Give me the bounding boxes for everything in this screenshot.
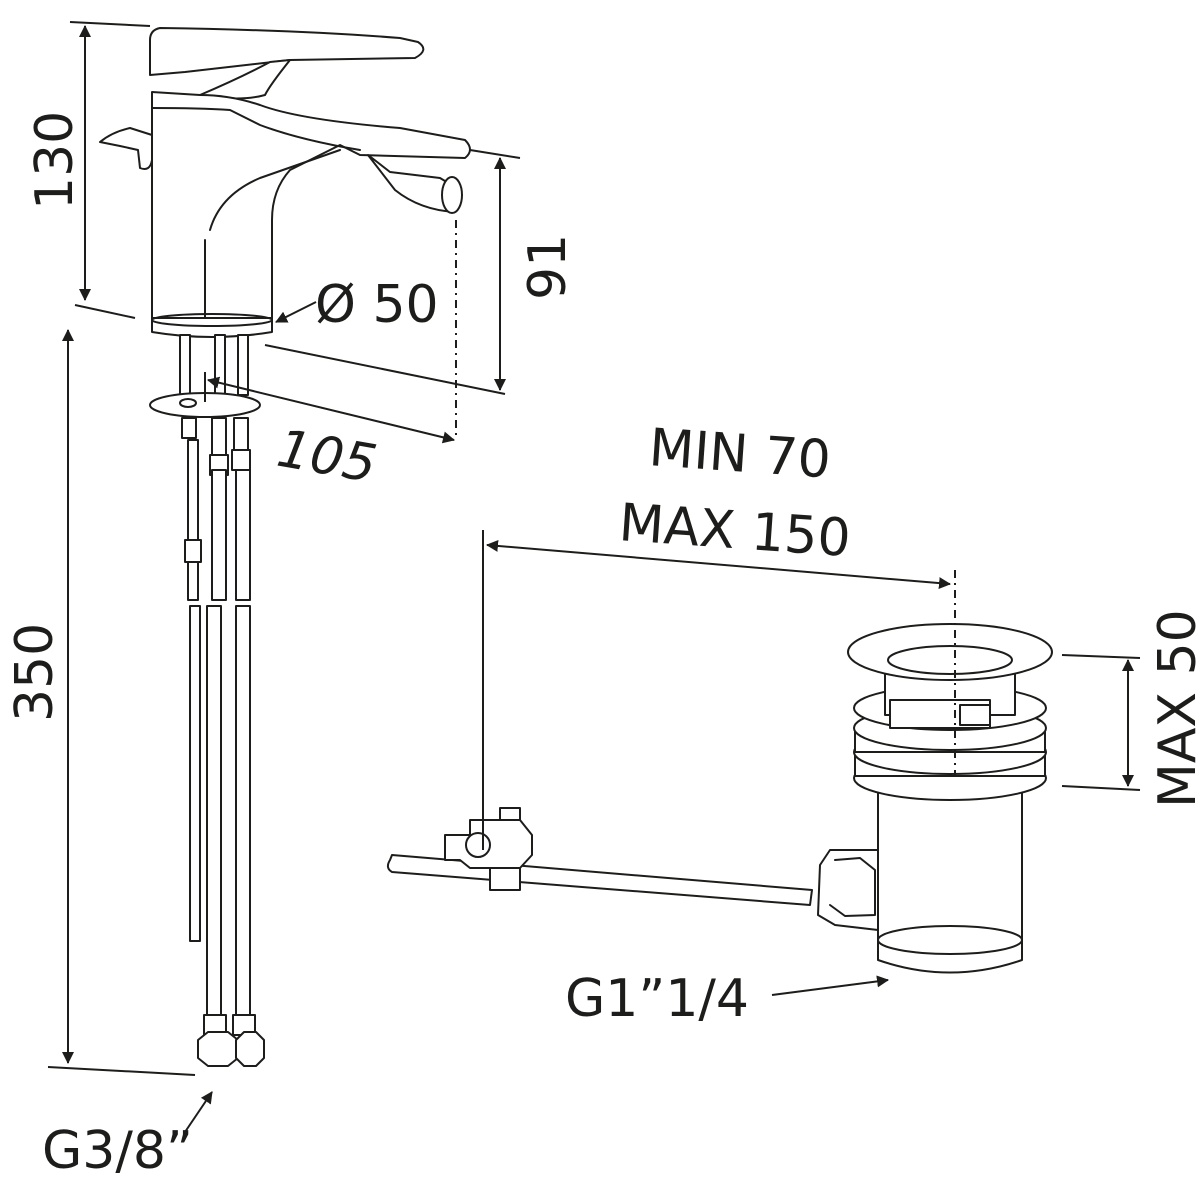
label-spout-height: 91 xyxy=(518,234,578,300)
label-waste-height: MAX 50 xyxy=(1148,609,1200,808)
faucet-hoses xyxy=(149,334,265,1067)
faucet-main-body xyxy=(151,91,471,319)
waste-pull-rod xyxy=(386,854,813,906)
faucet-pop-up-knob xyxy=(99,127,153,170)
label-hose-connection: G3/8” xyxy=(42,1121,193,1181)
faucet-body xyxy=(99,27,471,338)
pop-up-waste xyxy=(386,570,1053,974)
nozzle-tip xyxy=(441,176,463,214)
waste-side-port xyxy=(817,849,879,931)
faucet-base-ring xyxy=(151,317,273,338)
label-base-diameter: Ø 50 xyxy=(315,275,439,335)
waste-dimensions xyxy=(482,530,1141,996)
hose-nut xyxy=(235,1031,265,1067)
faucet-nozzle xyxy=(367,154,461,213)
faucet-dimensions xyxy=(47,21,521,1133)
label-waste-thread: G1”1/4 xyxy=(565,969,749,1029)
waste-lower-body xyxy=(877,784,1023,974)
hose-nut xyxy=(197,1031,239,1067)
label-waste-min: MIN 70 xyxy=(647,418,833,491)
label-hose-length: 350 xyxy=(5,623,65,722)
label-faucet-height: 130 xyxy=(25,111,85,210)
label-spout-reach: 105 xyxy=(273,419,381,495)
waste-cap xyxy=(847,623,1053,681)
label-waste-max: MAX 150 xyxy=(617,493,852,569)
faucet-lever xyxy=(149,27,425,76)
